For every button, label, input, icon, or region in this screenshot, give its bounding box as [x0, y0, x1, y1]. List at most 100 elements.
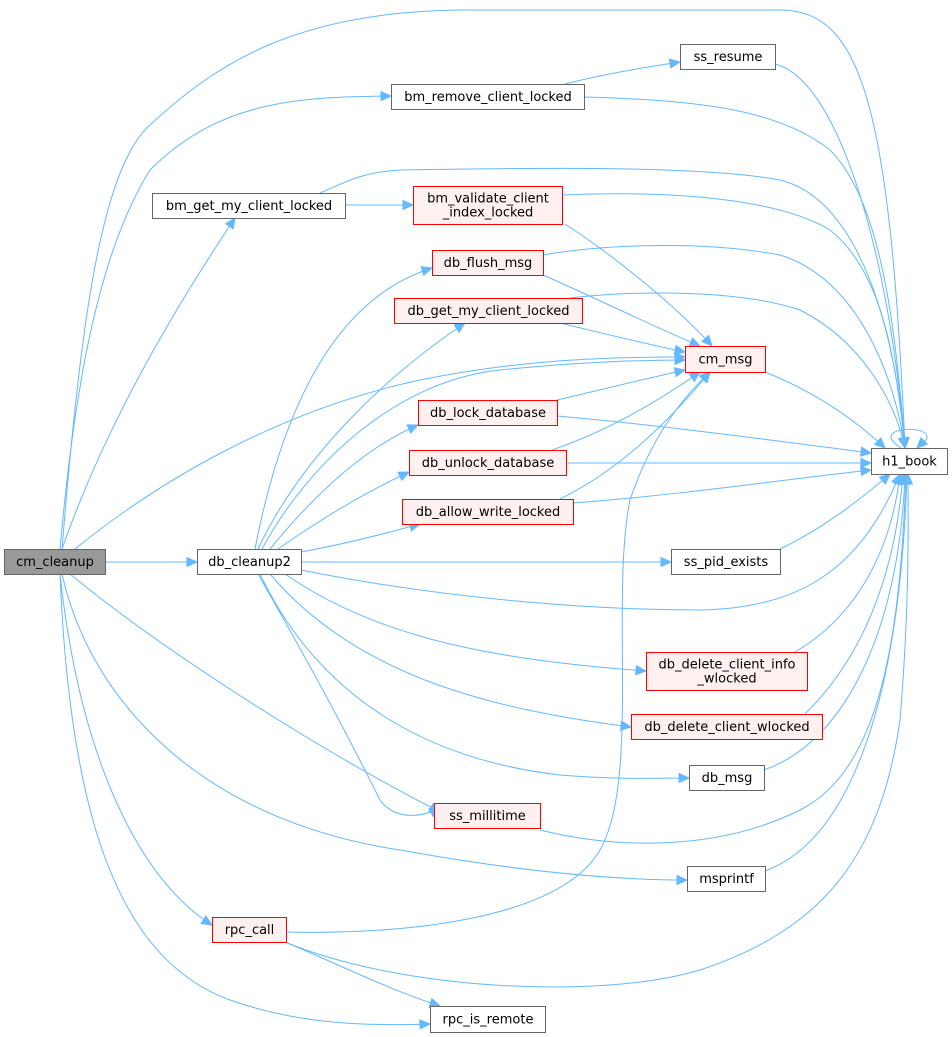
edge-arrowhead [402, 199, 415, 211]
edge-arrowhead [397, 471, 411, 482]
node-box[interactable] [646, 652, 808, 691]
edge-path [284, 573, 647, 672]
node-db_delete_client_info_wlocked[interactable]: db_delete_client_info_wlocked [646, 652, 808, 691]
edge-path [542, 274, 701, 347]
edge-arrowhead [186, 556, 199, 568]
node-cm_cleanup[interactable]: cm_cleanup [4, 549, 106, 575]
node-box[interactable] [402, 499, 574, 525]
node-ss_millitime[interactable]: ss_millitime [434, 803, 541, 829]
node-box[interactable] [430, 1006, 546, 1033]
node-box[interactable] [685, 346, 766, 373]
edge-h1_book-to-h1_book [890, 428, 929, 449]
edge-arrowhead [419, 1019, 432, 1030]
edge-path [59, 95, 392, 550]
node-db_unlock_database[interactable]: db_unlock_database [409, 450, 567, 476]
edge-path [254, 267, 433, 550]
node-label: rpc_call [225, 923, 275, 938]
node-ss_resume[interactable]: ss_resume [680, 44, 776, 70]
edge-arrowhead [660, 556, 673, 568]
node-label: db_get_my_client_locked [408, 304, 570, 319]
edge-path [559, 371, 711, 500]
node-bm_validate_client_index_locked[interactable]: bm_validate_client_index_locked [413, 186, 563, 225]
edge-path [300, 473, 901, 611]
edge-db_lock_database-to-cm_msg [556, 367, 687, 401]
edge-bm_get_my_client_locked-to-bm_validate_client_index_locked [345, 199, 415, 211]
edge-arrowhead [878, 473, 891, 485]
edge-path [763, 473, 906, 771]
edge-db_get_my_client_locked-to-cm_msg [559, 322, 687, 356]
node-box[interactable] [4, 549, 106, 575]
node-box[interactable] [671, 549, 781, 575]
node-db_delete_client_wlocked[interactable]: db_delete_client_wlocked [631, 714, 823, 740]
node-box[interactable] [631, 714, 823, 740]
node-rpc_call[interactable]: rpc_call [212, 917, 287, 943]
node-bm_remove_client_locked[interactable]: bm_remove_client_locked [391, 84, 585, 110]
node-box[interactable] [680, 44, 776, 70]
edge-db_cleanup2-to-db_delete_client_info_wlocked [284, 573, 648, 676]
node-label: db_allow_write_locked [416, 505, 561, 520]
edge-arrowhead [420, 266, 434, 277]
node-box[interactable] [689, 765, 765, 791]
edge-arrowhead [698, 371, 711, 384]
node-db_get_my_client_locked[interactable]: db_get_my_client_locked [394, 298, 583, 324]
node-box[interactable] [871, 448, 948, 475]
node-box[interactable] [687, 866, 766, 892]
node-db_flush_msg[interactable]: db_flush_msg [432, 250, 544, 276]
node-box[interactable] [434, 803, 541, 829]
node-ss_pid_exists[interactable]: ss_pid_exists [671, 549, 781, 575]
node-cm_msg[interactable]: cm_msg [685, 346, 766, 373]
edge-path [74, 356, 686, 550]
edge-arrowhead [902, 472, 914, 485]
edge-arrowhead [676, 874, 689, 886]
node-label: db_lock_database [430, 406, 546, 421]
node-box[interactable] [413, 186, 563, 225]
edge-path [257, 322, 466, 550]
edge-path [561, 193, 906, 449]
edge-path [569, 292, 906, 449]
node-h1_book[interactable]: h1_book [871, 448, 948, 475]
node-rpc_is_remote[interactable]: rpc_is_remote [430, 1006, 546, 1033]
edge-cm_cleanup-to-msprintf [61, 573, 689, 886]
edge-bm_validate_client_index_locked-to-h1_book [561, 193, 910, 450]
node-box[interactable] [152, 193, 346, 219]
node-db_lock_database[interactable]: db_lock_database [418, 400, 558, 426]
node-box[interactable] [394, 298, 583, 324]
edge-path [261, 359, 686, 550]
edge-bm_remove_client_locked-to-ss_resume [564, 58, 682, 85]
node-box[interactable] [197, 549, 302, 575]
node-db_msg[interactable]: db_msg [689, 765, 765, 791]
edge-path [259, 573, 690, 779]
node-label: bm_get_my_client_locked [166, 199, 332, 214]
edge-arrowhead [897, 436, 909, 450]
edge-path [764, 371, 886, 449]
node-box[interactable] [432, 250, 544, 276]
edge-arrowhead [860, 457, 873, 469]
node-box[interactable] [418, 400, 558, 426]
edge-arrowhead [873, 436, 886, 449]
node-db_allow_write_locked[interactable]: db_allow_write_locked [402, 499, 574, 525]
node-label: _wlocked [696, 672, 756, 687]
edge-arrowhead [678, 772, 691, 784]
node-box[interactable] [212, 917, 287, 943]
edge-arrowhead [380, 90, 393, 102]
node-box[interactable] [409, 450, 567, 476]
edge-path [559, 322, 686, 353]
edge-cm_cleanup-to-rpc_call [59, 573, 214, 926]
node-db_cleanup2[interactable]: db_cleanup2 [197, 549, 302, 575]
edge-db_cleanup2-to-db_delete_client_wlocked [269, 573, 633, 731]
edge-arrowhead [619, 720, 633, 731]
edge-path [284, 473, 909, 988]
edge-path [257, 573, 441, 816]
edge-arrowhead [674, 354, 687, 366]
function-nodes: cm_cleanup db_cleanup2 bm_get_my_client_lo… [4, 44, 948, 1033]
node-msprintf[interactable]: msprintf [687, 866, 766, 892]
node-bm_get_my_client_locked[interactable]: bm_get_my_client_locked [152, 193, 346, 219]
node-box[interactable] [391, 84, 585, 110]
edge-path [284, 941, 441, 1007]
edge-db_unlock_database-to-h1_book [566, 457, 873, 469]
edge-path [556, 415, 872, 454]
edge-path [69, 573, 441, 813]
edge-db_cleanup2-to-db_allow_write_locked [300, 521, 422, 553]
edge-arrowhead [668, 58, 682, 69]
